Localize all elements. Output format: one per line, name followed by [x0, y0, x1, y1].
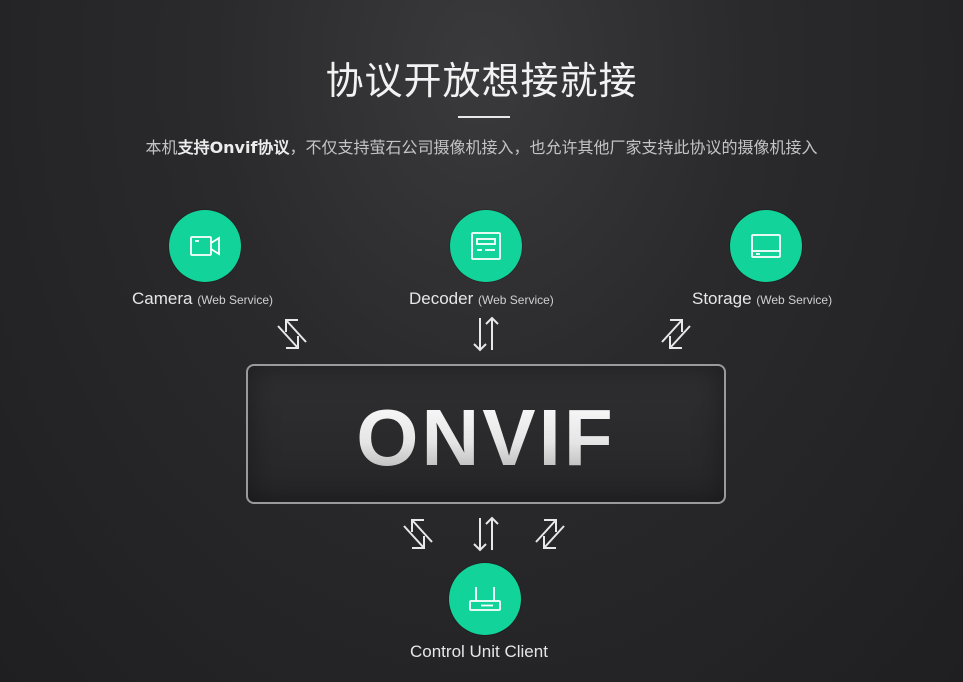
- onvif-client-left-arrows-icon: [403, 519, 433, 549]
- video-camera-icon: [190, 236, 220, 256]
- onvif-client-right-arrows-icon: [535, 519, 565, 549]
- camera-onvif-arrows-icon: [277, 319, 307, 349]
- decoder-onvif-arrows-icon: [473, 316, 499, 352]
- storage-circle: [730, 210, 802, 282]
- title-underline: [458, 116, 510, 118]
- decoder-label: Decoder (Web Service): [409, 289, 554, 309]
- storage-sub: (Web Service): [756, 293, 833, 307]
- camera-name: Camera: [132, 289, 193, 308]
- camera-sub: (Web Service): [197, 293, 273, 307]
- decoder-icon: [471, 232, 501, 260]
- onvif-label: ONVIF: [248, 392, 724, 484]
- subtitle-part-2-bold: 支持Onvif协议: [177, 138, 290, 157]
- client-circle: [449, 563, 521, 635]
- storage-icon: [751, 234, 781, 258]
- camera-label: Camera (Web Service): [132, 289, 273, 309]
- storage-label: Storage (Web Service): [692, 289, 832, 309]
- page-subtitle: 本机支持Onvif协议，不仅支持萤石公司摄像机接入，也允许其他厂家支持此协议的摄…: [0, 134, 963, 158]
- router-icon: [469, 587, 501, 611]
- subtitle-part-3: ，不仅支持萤石公司摄像机接入，也允许其他厂家支持此协议的摄像机接入: [289, 138, 818, 157]
- decoder-sub: (Web Service): [478, 293, 554, 307]
- onvif-center-box: ONVIF: [246, 364, 726, 504]
- onvif-client-center-arrows-icon: [473, 516, 499, 552]
- decoder-name: Decoder: [409, 289, 474, 308]
- page-title: 协议开放想接就接: [325, 59, 638, 103]
- storage-onvif-arrows-icon: [661, 319, 691, 349]
- subtitle-part-1: 本机: [145, 138, 178, 157]
- client-label: Control Unit Client: [410, 642, 548, 661]
- decoder-circle: [450, 210, 522, 282]
- camera-circle: [169, 210, 241, 282]
- storage-name: Storage: [692, 289, 752, 308]
